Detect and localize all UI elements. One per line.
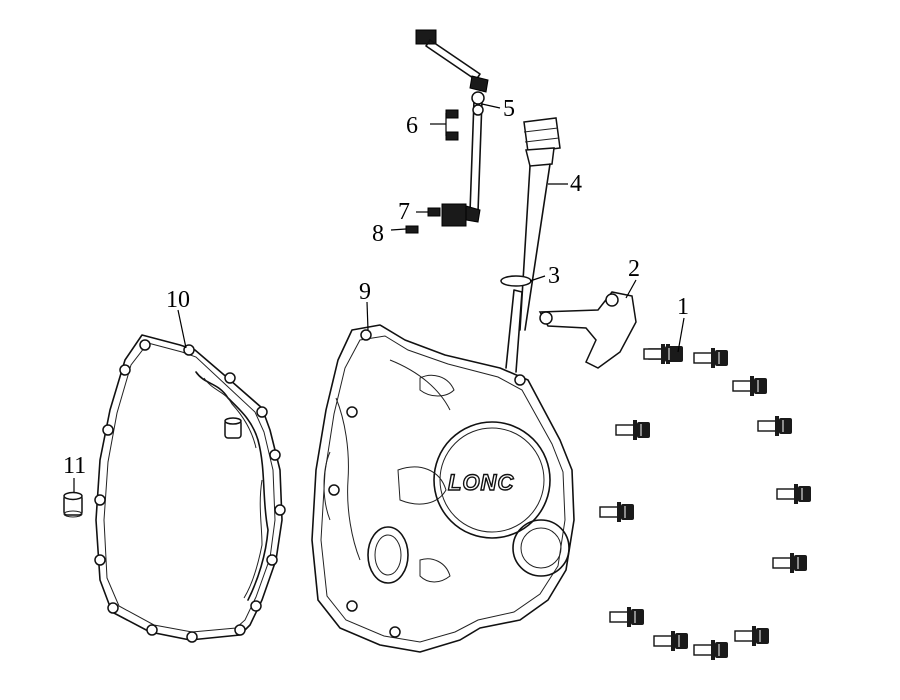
callout-11: 11 <box>63 453 86 479</box>
flange-bolt <box>734 626 769 646</box>
flange-bolts-part-1 <box>599 344 811 660</box>
dowel-pin-part-11 <box>63 491 83 518</box>
washer-part-8 <box>405 225 419 234</box>
flange-bolt <box>643 344 678 364</box>
gasket-part-10 <box>94 334 286 643</box>
bracket-part-2 <box>538 291 637 369</box>
callout-4: 4 <box>570 171 582 197</box>
flange-bolt <box>776 484 811 504</box>
callout-7: 7 <box>398 199 410 225</box>
leader-lines <box>73 103 685 492</box>
small-bolt-part-7 <box>427 207 441 217</box>
callout-9: 9 <box>359 279 371 305</box>
oil-line-assembly <box>415 29 489 227</box>
callout-2: 2 <box>628 256 640 282</box>
bolt-pair-part-6 <box>445 109 459 141</box>
callout-1: 1 <box>677 294 689 320</box>
flange-bolt <box>772 553 807 573</box>
cover-logo: LONC <box>448 470 514 495</box>
callout-8: 8 <box>372 221 384 247</box>
flange-bolt <box>599 502 634 522</box>
crankcase-cover-part-9: LONC <box>311 289 575 653</box>
flange-bolt <box>615 420 650 440</box>
flange-bolt <box>609 607 644 627</box>
flange-bolt <box>757 416 792 436</box>
flange-bolt <box>693 640 728 660</box>
callout-10: 10 <box>166 287 190 313</box>
o-ring-part-3 <box>500 275 532 287</box>
flange-bolt <box>732 376 767 396</box>
callout-3: 3 <box>548 263 560 289</box>
flange-bolt <box>693 348 728 368</box>
flange-bolt <box>653 631 688 651</box>
callout-5: 5 <box>503 96 515 122</box>
callout-6: 6 <box>406 113 418 139</box>
dipstick-part-4 <box>519 117 561 331</box>
